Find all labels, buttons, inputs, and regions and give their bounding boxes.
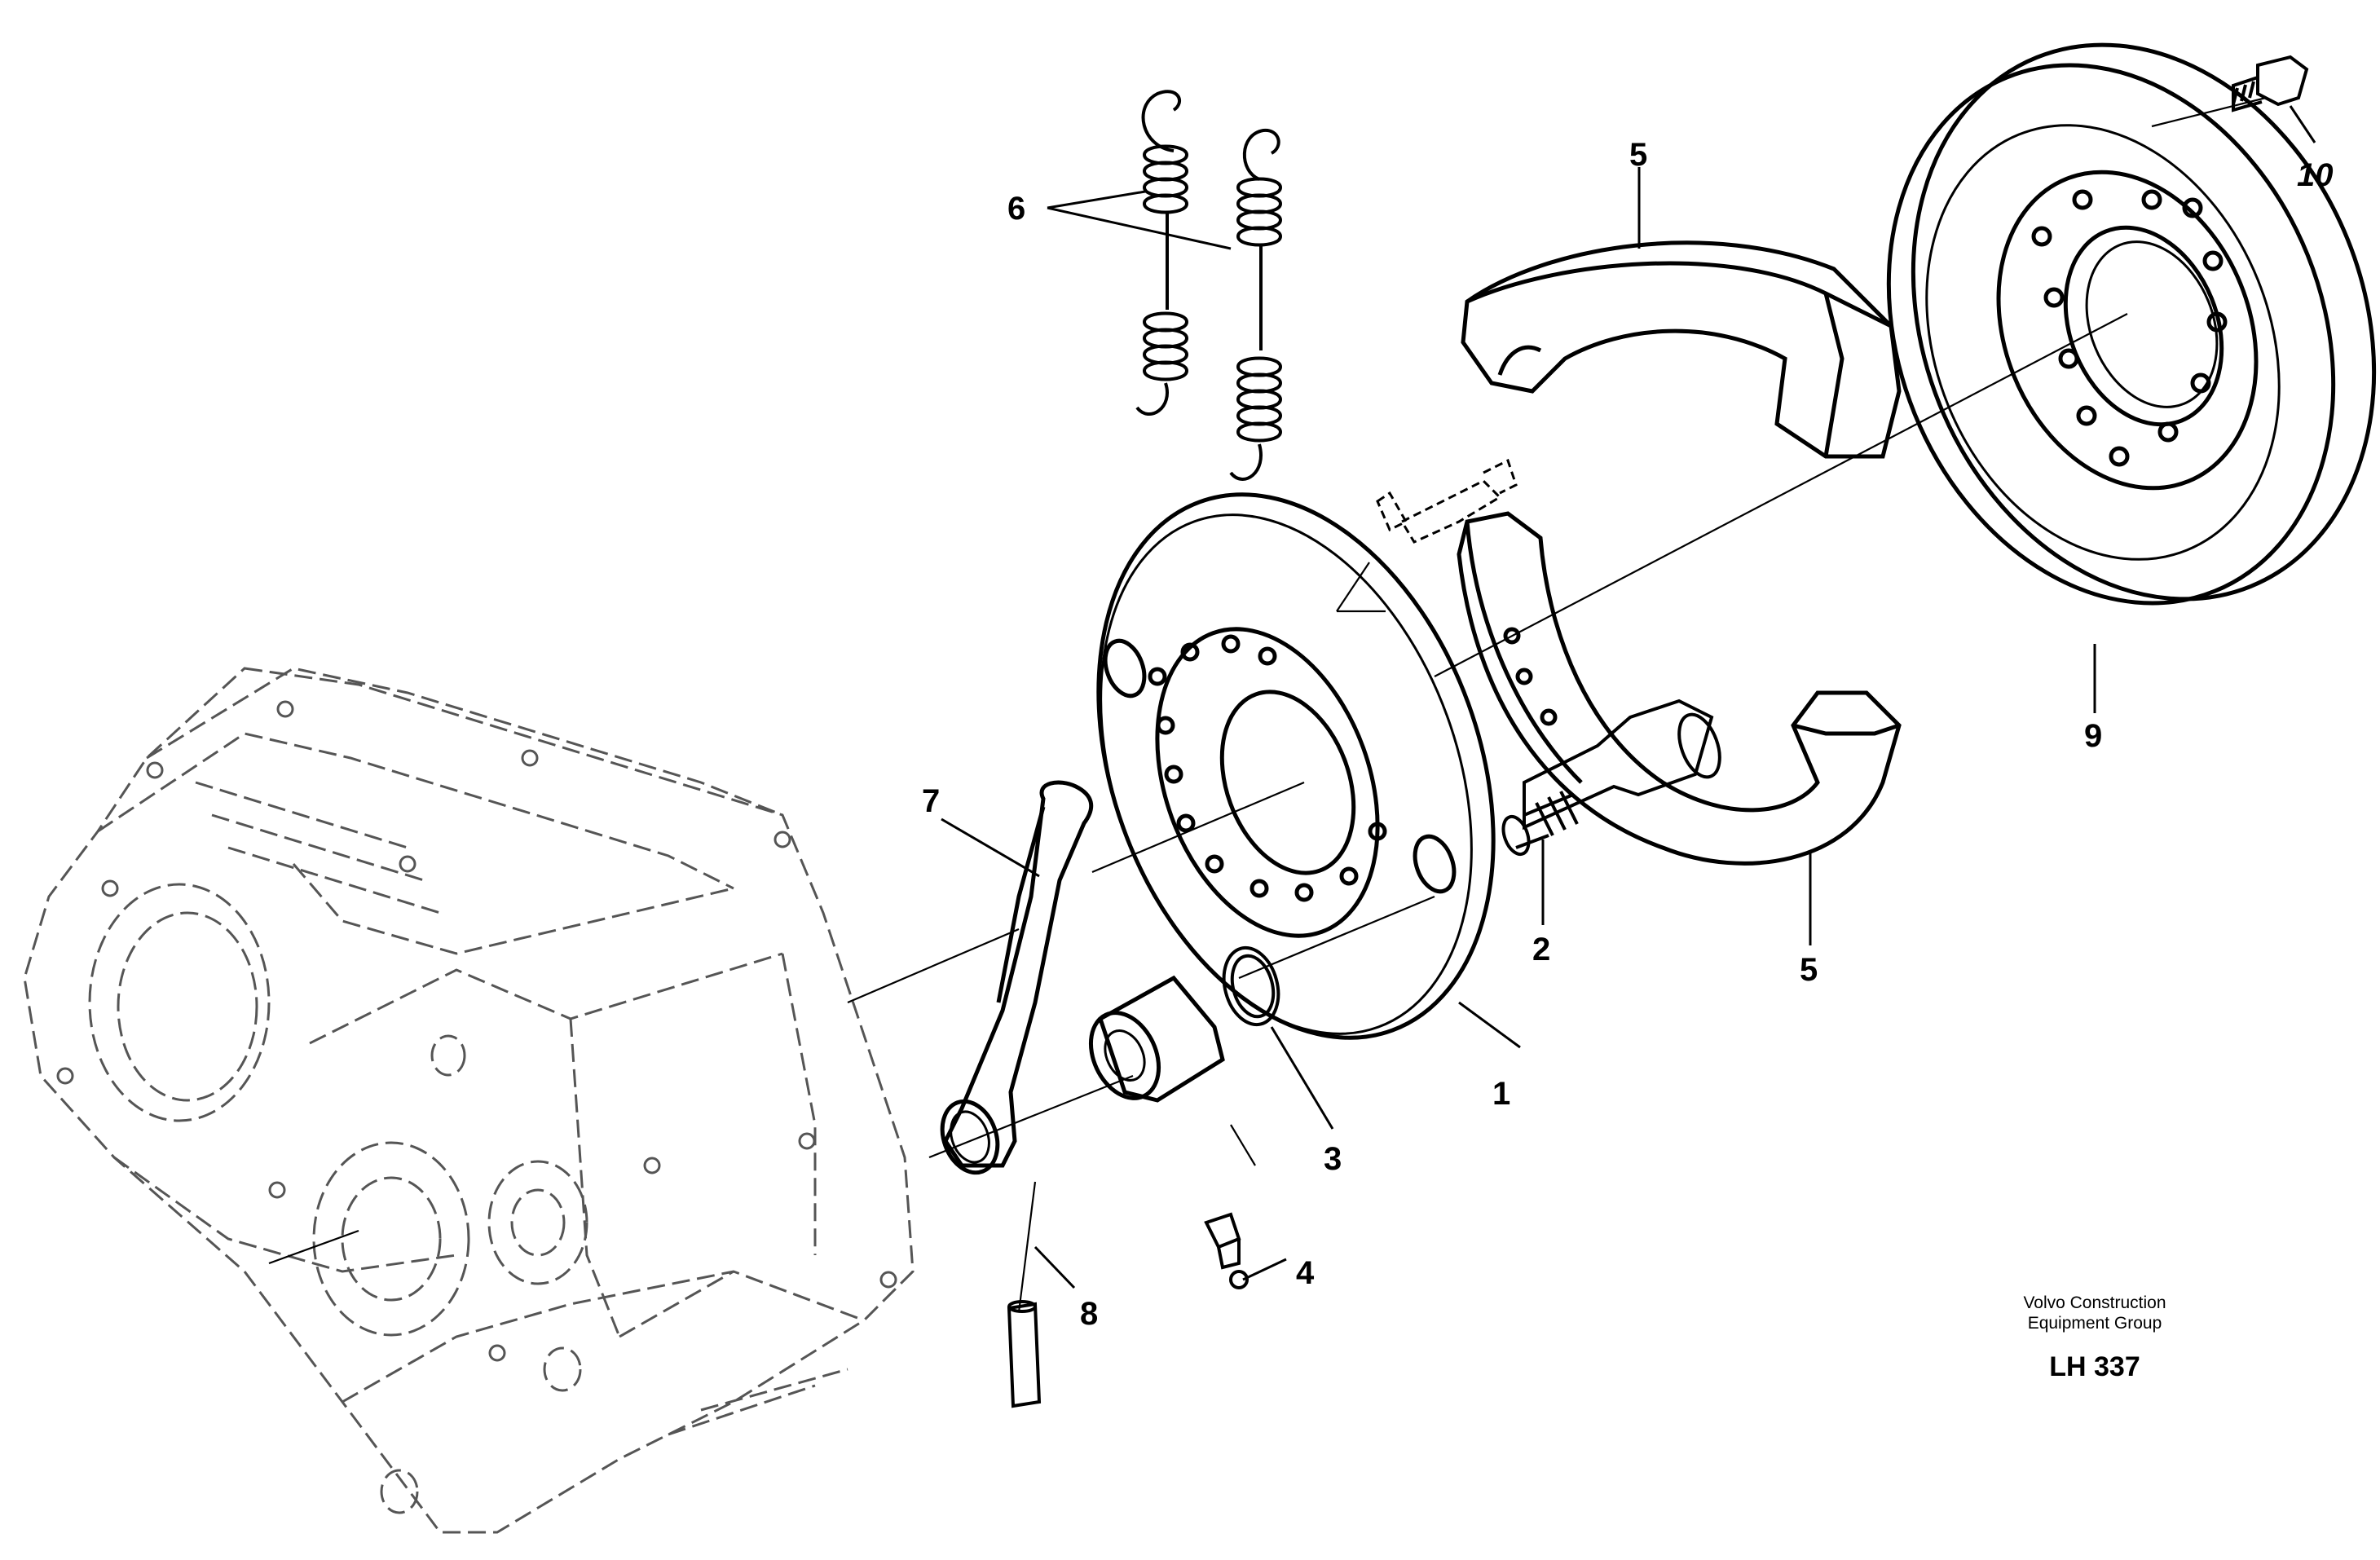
leader-lines: [941, 105, 2316, 1289]
brake-shoe-lower: [1457, 511, 1902, 866]
callout-6-springs: 6: [1007, 191, 1026, 227]
callout-7-lever: 7: [922, 783, 941, 819]
publisher-credit: Volvo Construction Equipment Group LH 33…: [1940, 1293, 2250, 1383]
brake-shoe-upper: [1461, 240, 1902, 459]
return-springs: [1135, 90, 1282, 481]
adjuster-screw: [1376, 458, 1518, 544]
callout-5-upper-shoe: 5: [1629, 137, 1648, 173]
callout-8-pin: 8: [1080, 1296, 1099, 1332]
callout-5-lower-shoe: 5: [1800, 952, 1818, 988]
callout-1-back-plate: 1: [1492, 1076, 1511, 1112]
brake-drum: [1886, 42, 2377, 606]
callout-9-drum: 9: [2084, 718, 2103, 754]
credit-line-2: Equipment Group: [2027, 1314, 2162, 1333]
credit-line-1: Volvo Construction: [2023, 1293, 2166, 1312]
camshaft: [1501, 698, 1721, 857]
illustration-code: LH 337: [2049, 1351, 2140, 1382]
grease-nipple: [1204, 1212, 1249, 1289]
bushing: [1088, 975, 1225, 1103]
callout-2-camshaft: 2: [1532, 932, 1551, 967]
slack-lever: [940, 780, 1094, 1175]
callout-4-grease-nipple: 4: [1296, 1255, 1315, 1291]
callout-3-o-ring: 3: [1324, 1141, 1342, 1177]
o-ring: [1222, 945, 1280, 1027]
pin: [1007, 1300, 1042, 1408]
transmission-housing: [23, 667, 915, 1534]
bolt: [2232, 55, 2309, 112]
alignment-lines: [268, 96, 2267, 1313]
brake-back-plate: [1096, 492, 1496, 1040]
callout-10-bolt: 10: [2297, 157, 2334, 193]
